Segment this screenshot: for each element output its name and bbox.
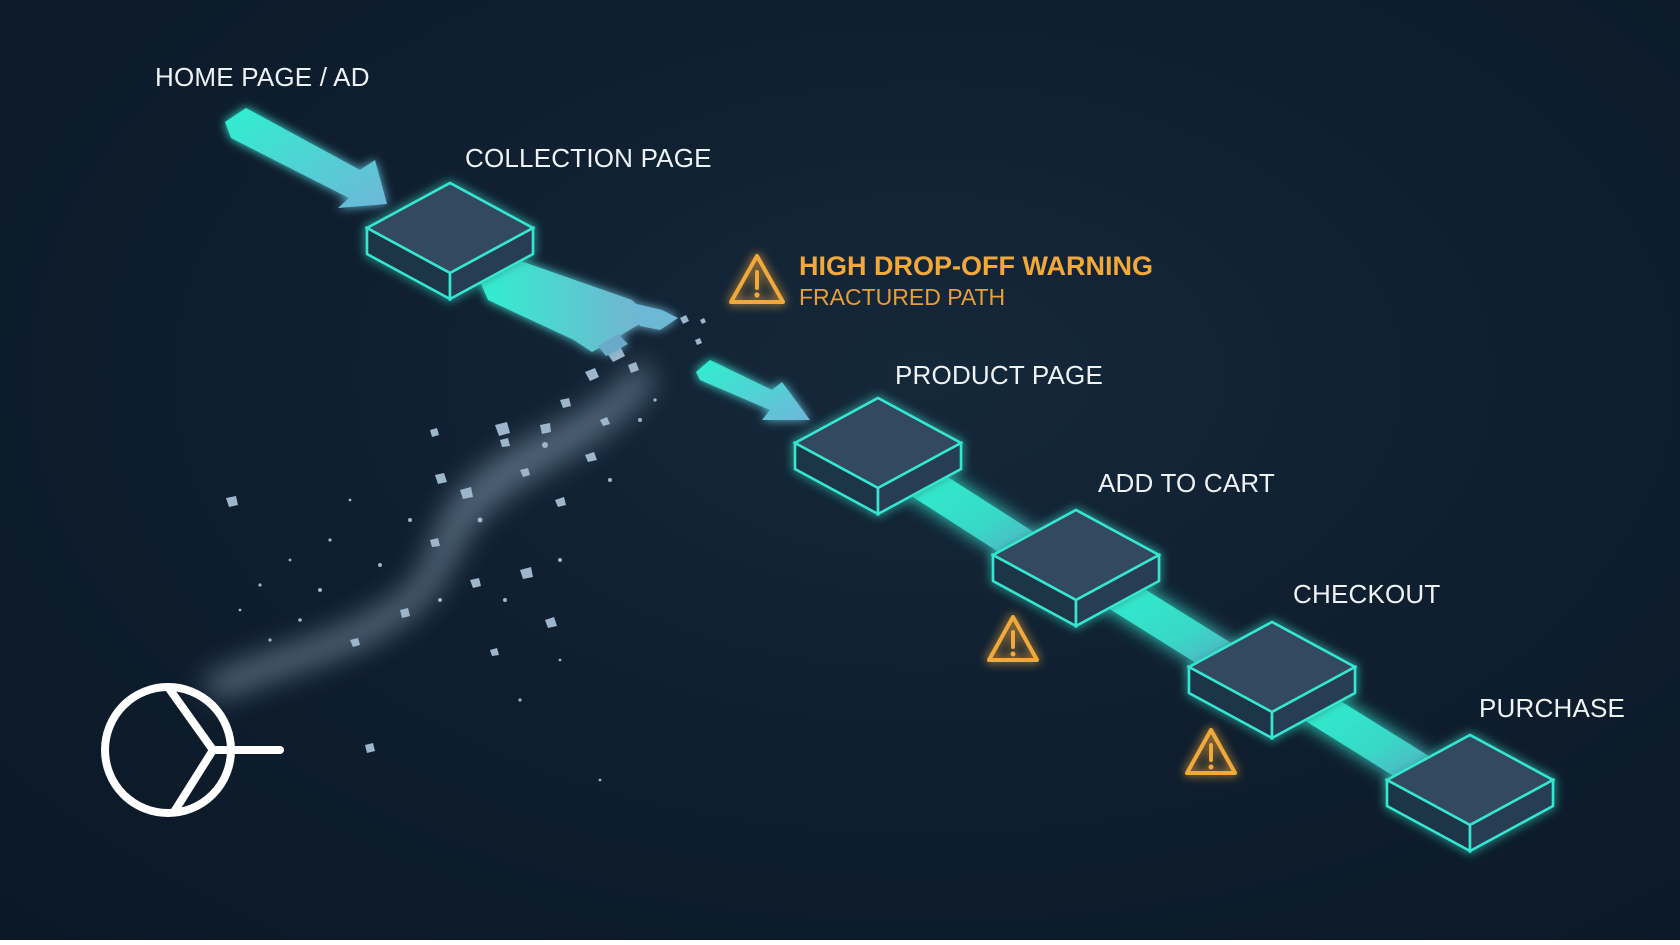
stage-label-product: PRODUCT PAGE bbox=[895, 360, 1104, 390]
stage-block-add-to-cart bbox=[990, 508, 1162, 629]
drop-off-smoke bbox=[200, 360, 655, 700]
stage-block-purchase bbox=[1384, 733, 1556, 854]
warning-subtitle: FRACTURED PATH bbox=[799, 284, 1006, 310]
stage-label-collection: COLLECTION PAGE bbox=[465, 143, 712, 173]
connector-beams bbox=[902, 472, 1432, 780]
stage-label-home: HOME PAGE / AD bbox=[155, 62, 370, 92]
entry-arrow bbox=[225, 108, 387, 208]
stage-block-product bbox=[792, 396, 964, 517]
drop-off-debris bbox=[226, 315, 706, 782]
stage-block-checkout bbox=[1186, 620, 1358, 741]
stage-label-purchase: PURCHASE bbox=[1479, 693, 1626, 723]
warning-triangle-icon bbox=[987, 615, 1039, 662]
warning-title: HIGH DROP-OFF WARNING bbox=[799, 251, 1153, 281]
warning-triangle-icon bbox=[1185, 728, 1237, 775]
warning-triangle-icon bbox=[729, 254, 785, 304]
fractured-beam bbox=[476, 258, 678, 356]
brand-logo-icon bbox=[101, 683, 284, 817]
product-entry-arrow bbox=[696, 360, 810, 420]
stage-block-collection bbox=[364, 181, 536, 302]
stage-label-checkout: CHECKOUT bbox=[1293, 579, 1441, 609]
stage-label-add-to-cart: ADD TO CART bbox=[1098, 468, 1276, 498]
